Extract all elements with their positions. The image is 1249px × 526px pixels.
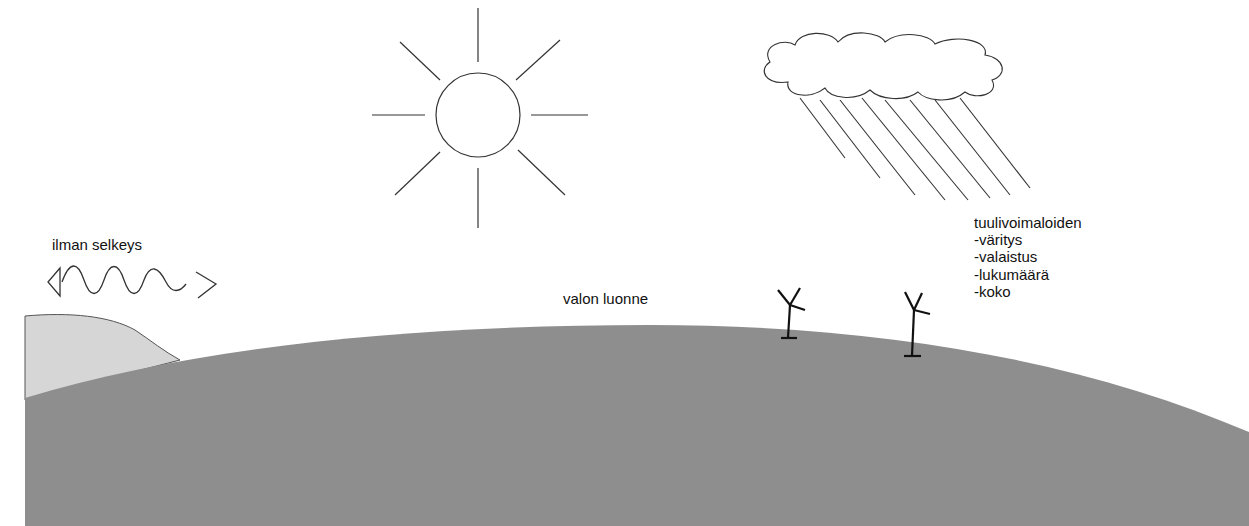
turbine-property: -lukumäärä — [974, 266, 1049, 284]
air-clarity-symbol — [48, 266, 216, 298]
air-clarity-label: ilman selkeys — [52, 236, 142, 254]
ground-hill — [25, 325, 1249, 526]
turbine-property: -väritys — [974, 231, 1022, 249]
wind-turbines — [778, 288, 930, 356]
turbine-property: -koko — [974, 283, 1011, 301]
rain-cloud — [764, 33, 1030, 200]
turbine-heading: tuulivoimaloiden — [974, 214, 1082, 232]
turbine-property: -valaistus — [974, 248, 1037, 266]
sun-symbol — [372, 8, 588, 228]
light-quality-label: valon luonne — [563, 290, 648, 308]
